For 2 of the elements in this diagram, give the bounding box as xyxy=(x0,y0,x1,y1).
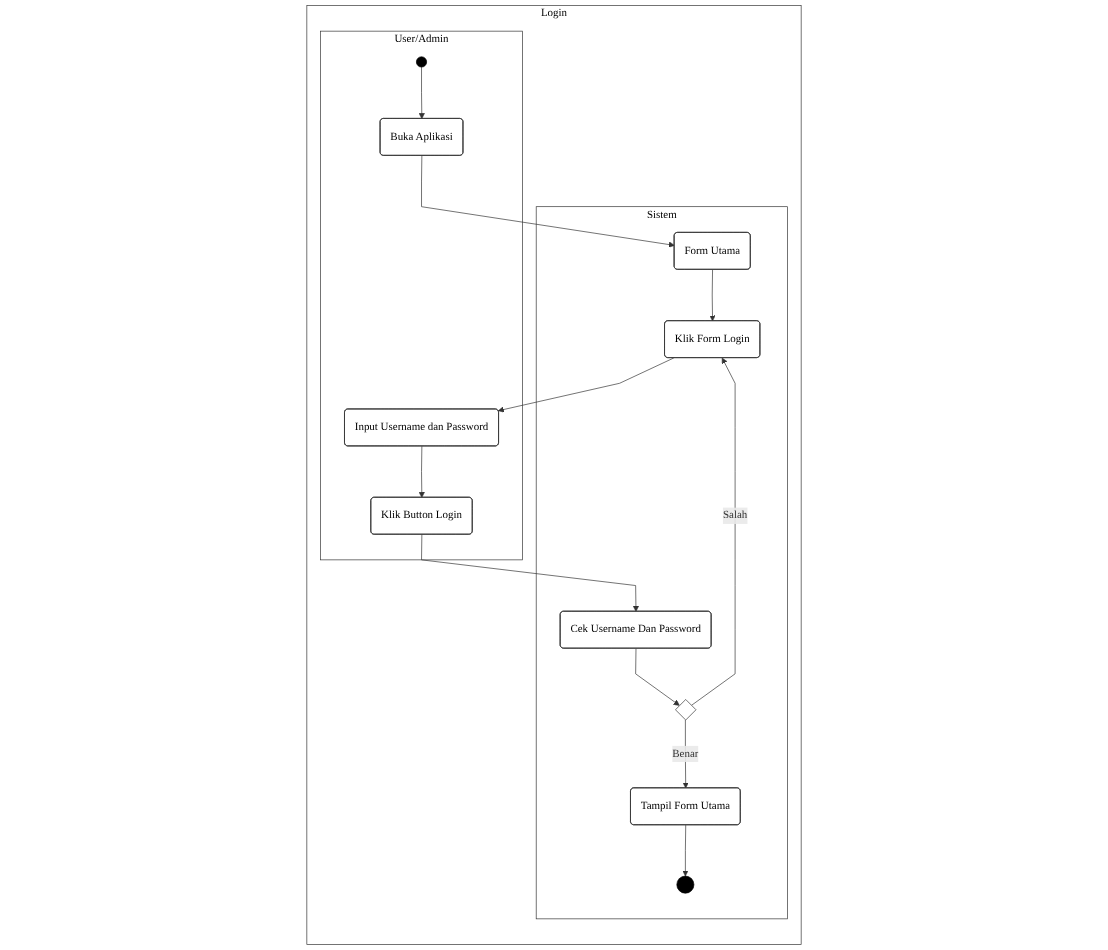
node-diamond xyxy=(675,699,697,721)
node-circle xyxy=(416,56,427,68)
